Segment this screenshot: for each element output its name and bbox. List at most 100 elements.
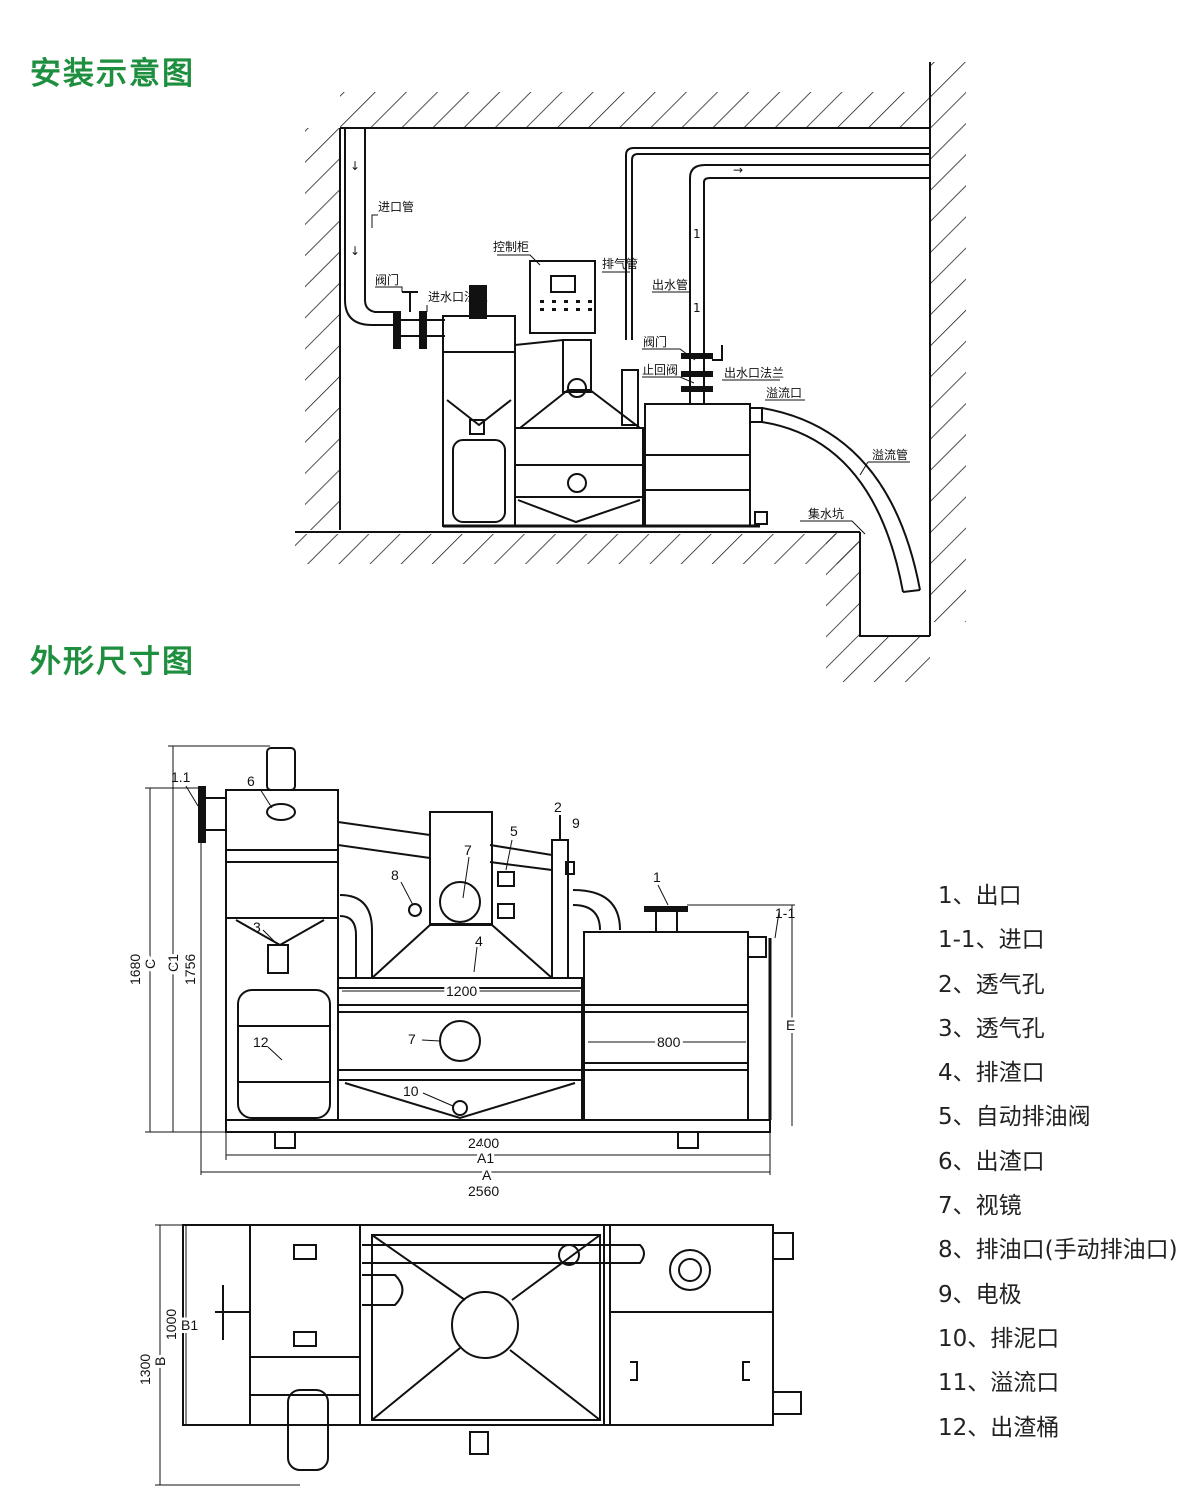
legend-item: 10、排泥口: [938, 1325, 1060, 1352]
label-vent-pipe: 排气管: [602, 256, 638, 271]
plan-sight-glass: [451, 1291, 519, 1359]
vent-pipe-outer: [625, 147, 930, 340]
elev-sight-glass-7-bottom: [439, 1020, 481, 1062]
legend-item: 6、出渣口: [938, 1148, 1045, 1175]
dim-1000: 1000: [163, 1309, 179, 1340]
plan-outline: [182, 1224, 774, 1426]
elev-sludge-drain-10: [452, 1100, 468, 1116]
legend-item: 3、透气孔: [938, 1015, 1045, 1042]
label-valve-right: 阀门: [643, 334, 667, 349]
label-sump-pit: 集水坑: [808, 506, 844, 521]
legend-item: 8、排油口(手动排油口): [938, 1237, 1178, 1264]
label-check-valve: 止回阀: [642, 363, 678, 377]
dim-b: B: [152, 1357, 168, 1366]
callout-10: 10: [403, 1083, 419, 1099]
motor: [469, 285, 487, 319]
elev-slag-bucket: [237, 989, 331, 1119]
dim-c: C: [142, 959, 158, 969]
leader-check-valve: [642, 376, 695, 384]
elev-inlet-flange: [198, 786, 206, 843]
callout-9: 9: [572, 815, 580, 831]
elev-slag-outlet-6: [266, 803, 296, 821]
dim-a1: A1: [477, 1150, 494, 1166]
inlet-pipe-outer: [344, 128, 400, 326]
callout-4: 4: [475, 933, 483, 949]
elev-vent-3: [267, 944, 289, 974]
flow-arrow-down-2: ↓: [350, 244, 360, 258]
plan-outlet-flange: [669, 1249, 711, 1291]
callout-2: 2: [554, 799, 562, 815]
parts-legend: 1、出口 1-1、进口 2、透气孔 3、透气孔 4、排渣口 5、自动排油阀 6、…: [938, 874, 1178, 1450]
dim-e: E: [786, 1017, 795, 1033]
sight-glass-bottom: [567, 473, 587, 493]
plan-handle-3: [630, 1361, 638, 1381]
drain-valve: [754, 511, 768, 525]
elev-motor: [266, 747, 296, 791]
outlet-valve-handle: [712, 345, 723, 361]
label-overflow-port: 溢流口: [766, 386, 802, 400]
dim-b1: B1: [181, 1317, 198, 1333]
elev-solids-tank: [225, 789, 339, 1121]
pipe-mark-lower: 1: [693, 301, 701, 315]
dim-c1: C1: [165, 954, 181, 972]
callout-7-bottom: 7: [408, 1031, 416, 1047]
outlet-pipe-outer: [689, 164, 930, 404]
legend-item: 11、溢流口: [938, 1370, 1060, 1397]
right-wall-hatch: [930, 62, 966, 622]
separator-column: [562, 339, 592, 393]
callout-1-1: 1.1: [171, 769, 191, 785]
flow-arrow-right: →: [733, 163, 743, 177]
plan-handle-1: [293, 1244, 317, 1260]
label-valve-left: 阀门: [375, 272, 399, 287]
leader-sump-pit: [800, 520, 866, 535]
callout-8: 8: [391, 867, 399, 883]
overflow-pipe-outer: [761, 407, 921, 591]
elev-vent-column-2: [551, 839, 569, 979]
dim-800: 800: [657, 1034, 681, 1050]
elev-sight-glass-7-top: [439, 881, 481, 923]
overflow-pipe-inner: [761, 421, 904, 593]
legend-item: 2、透气孔: [938, 971, 1045, 998]
elev-oil-drain-8: [408, 903, 422, 917]
sight-glass-top: [567, 378, 587, 398]
elev-electrode-9: [565, 861, 575, 875]
elev-elbow-right: [572, 889, 621, 931]
legend-item: 7、视镜: [938, 1193, 1022, 1220]
plan-sludge-drain: [469, 1431, 489, 1455]
elev-outlet-1: [644, 906, 688, 912]
elev-elbow-left: [339, 894, 373, 978]
flow-arrow-down-1: ↓: [350, 159, 360, 173]
leader-overflow-pipe: [859, 461, 910, 476]
plan-handle-2: [293, 1331, 317, 1347]
dim-1300: 1300: [137, 1354, 153, 1385]
dim-2560: 2560: [468, 1183, 499, 1199]
vent-column: [621, 369, 639, 426]
label-outlet-flange: 出水口法兰: [724, 366, 784, 380]
plan-motor: [287, 1389, 329, 1471]
leader-valve-right: [642, 348, 696, 361]
elev-overflow-11: [747, 936, 767, 958]
dim-1680: 1680: [127, 954, 143, 985]
plan-handle-4: [742, 1361, 750, 1381]
legend-item: 1、出口: [938, 883, 1022, 909]
legend-item: 1-1、进口: [938, 927, 1045, 954]
outlet-pipe-inner: [703, 177, 930, 404]
dim-1200: 1200: [446, 983, 477, 999]
overflow-port: [749, 407, 763, 423]
callout-12: 12: [253, 1034, 269, 1050]
label-inlet-flange: 进水口法兰: [428, 290, 488, 304]
inlet-pipe-inner: [364, 128, 400, 313]
pit-bottom-hatch: [860, 636, 930, 682]
legend-item: 12、出渣桶: [938, 1414, 1060, 1441]
label-overflow-pipe: 溢流管: [872, 447, 908, 462]
callout-1: 1: [653, 869, 661, 885]
legend-item: 9、电极: [938, 1281, 1022, 1308]
dimension-diagram-title: 外形尺寸图: [30, 644, 195, 680]
elev-base-frame: [225, 1119, 771, 1133]
left-wall-hatch: [305, 128, 340, 530]
elev-water-tank: [583, 931, 749, 1121]
dim-2400: 2400: [468, 1135, 499, 1151]
slag-bucket: [452, 439, 506, 523]
plan-elbow: [362, 1274, 404, 1306]
callout-5: 5: [510, 823, 518, 839]
